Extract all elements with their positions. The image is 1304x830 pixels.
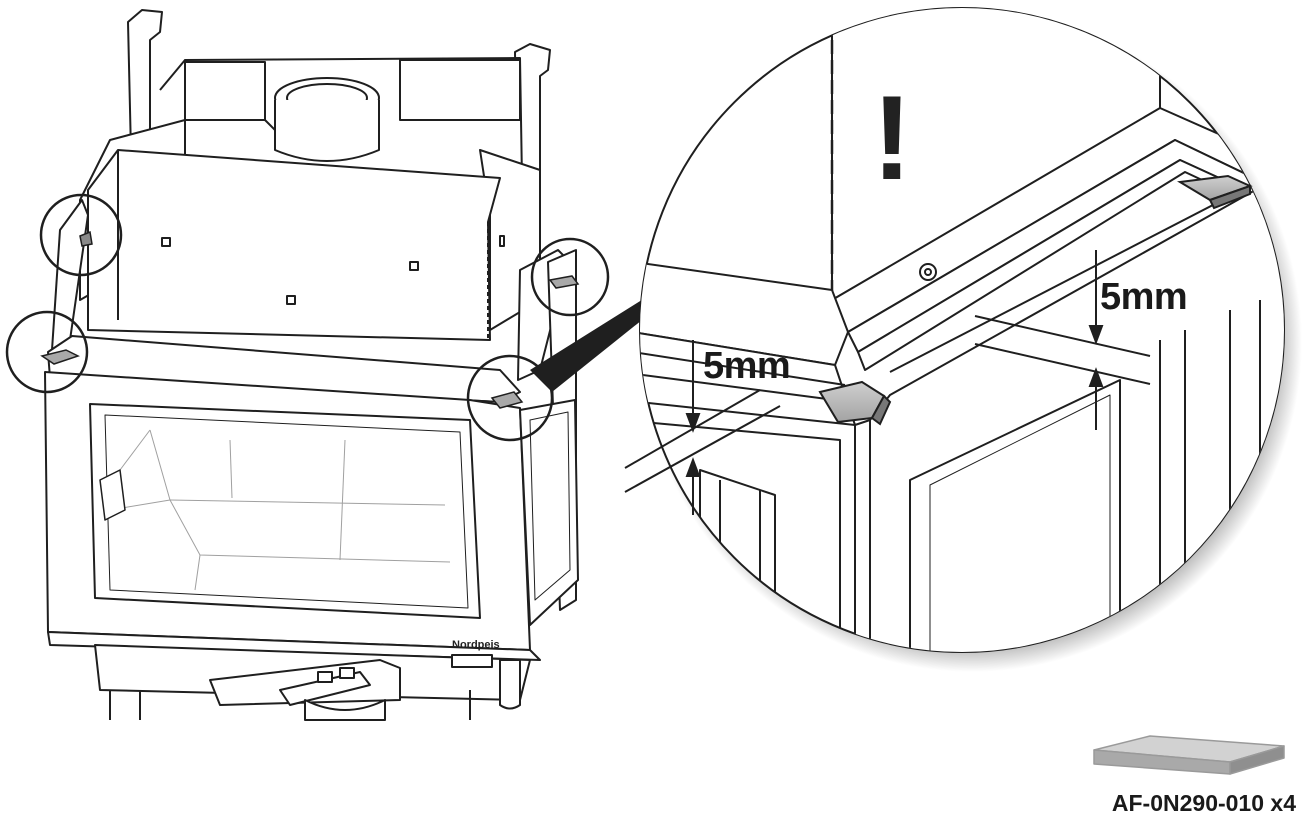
dimension-lines-left xyxy=(624,340,781,515)
brand-label: Nordpeis xyxy=(452,639,500,651)
fireplace-insert xyxy=(44,9,579,721)
part-code-label: AF-0N290-010 x4 xyxy=(1111,790,1296,816)
magnified-pads xyxy=(818,174,1253,426)
dimension-label-left: 5mm xyxy=(703,345,791,387)
part-pad-illustration xyxy=(1093,735,1285,775)
warning-icon: ! xyxy=(872,71,912,205)
magnifier xyxy=(624,7,1302,672)
insert-pads xyxy=(40,230,580,409)
dimension-label-top: 5mm xyxy=(1100,276,1188,318)
callout-circles xyxy=(5,193,610,442)
dimension-lines-right xyxy=(974,250,1151,430)
magnifier-connector xyxy=(530,298,652,392)
